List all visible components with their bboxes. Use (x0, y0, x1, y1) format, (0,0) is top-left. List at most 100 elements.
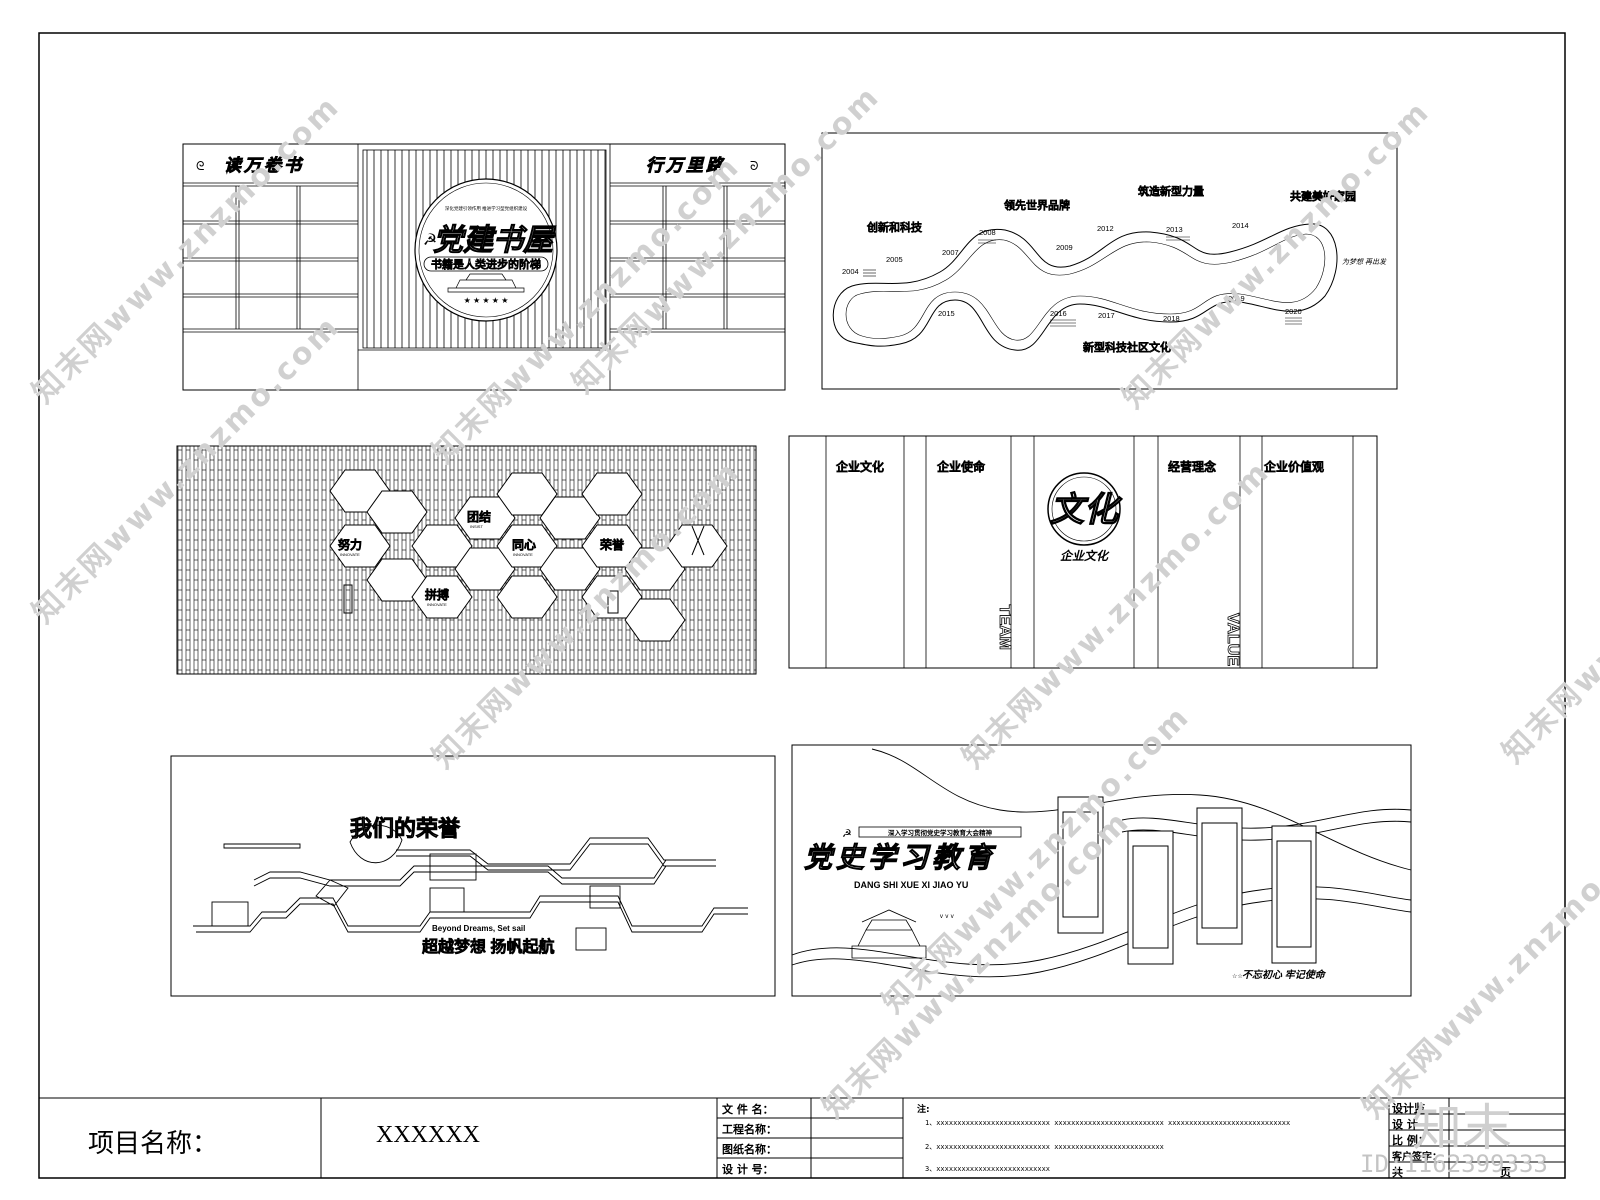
timeline-side-note: 为梦想 再出发 (1342, 258, 1387, 266)
project-name-value: XXXXXX (376, 1122, 480, 1148)
trophy-icon (343, 525, 705, 614)
emblem-title: 党建书屋 (433, 224, 557, 257)
cloud-ornament-left-icon: ᘓ (196, 159, 204, 173)
hexagon-subwords: INNOVATE INSIST INNOVATE INNOVATE (340, 524, 533, 607)
project-name-label: 项目名称： (88, 1129, 219, 1159)
svg-text:2018: 2018 (1163, 314, 1180, 323)
svg-text:2005: 2005 (886, 255, 903, 264)
cloud-ornament-right-icon: ᘐ (750, 159, 758, 173)
svg-text:INNOVATE: INNOVATE (340, 552, 360, 557)
svg-text:经营理念: 经营理念 (1168, 459, 1216, 474)
svg-text:企业价值观: 企业价值观 (1263, 459, 1324, 474)
svg-text:拼搏: 拼搏 (425, 587, 449, 602)
right-label-page: 页 (1500, 1166, 1511, 1179)
svg-text:2019: 2019 (1228, 294, 1245, 303)
svg-text:2016: 2016 (1050, 309, 1067, 318)
svg-text:努力: 努力 (338, 537, 362, 552)
stars-icon: ★ ★ ★ ★ ★ (464, 296, 509, 305)
history-display-boards (1057, 796, 1317, 965)
history-banner (858, 826, 1022, 838)
honor-shelves (193, 824, 748, 951)
history-pinyin: DANG SHI XUE XI JIAO YU (854, 880, 968, 890)
left-title: 读万卷书 (224, 156, 304, 175)
vertical-team: TEAM (996, 605, 1013, 650)
title-block (39, 1097, 1565, 1178)
culture-headings: 企业文化 企业使命 经营理念 企业价值观 (835, 459, 1325, 475)
file-name-label: 文 件 名： (722, 1103, 774, 1116)
right-label-client-sign: 客户签字： (1392, 1152, 1442, 1163)
drawing-name-label: 图纸名称： (722, 1143, 777, 1156)
honor-slogan: 超越梦想 扬帆起航 (421, 937, 554, 956)
timeline-text-blocks (863, 236, 1302, 327)
svg-text:2007: 2007 (942, 248, 959, 257)
svg-text:2012: 2012 (1097, 224, 1114, 233)
svg-text:2017: 2017 (1098, 311, 1115, 320)
svg-text:INSIST: INSIST (470, 524, 483, 529)
svg-text:INNOVATE: INNOVATE (513, 552, 533, 557)
design-no-label: 设 计 号： (722, 1163, 774, 1176)
hexagon-words: 努力 团结 同心 荣誉 拼搏 (338, 509, 626, 603)
culture-badge-text: 文化 (1050, 491, 1123, 529)
svg-text:荣誉: 荣誉 (599, 537, 625, 552)
svg-text:企业文化: 企业文化 (835, 459, 884, 474)
history-title: 党史学习教育 (804, 842, 997, 873)
right-bookshelf (609, 144, 785, 390)
panel2-frame (821, 132, 1398, 390)
tiananmen-gate-icon (851, 909, 927, 959)
footer-stars-icon: ☆☆ (1232, 973, 1243, 980)
svg-text:企业使命: 企业使命 (936, 459, 986, 474)
panel-honors: 我们的荣誉 Beyond Dreams, Set sail 超越梦想 扬帆起航 (170, 755, 776, 997)
right-label-total: 共 (1392, 1166, 1403, 1179)
svg-text:2013: 2013 (1166, 225, 1183, 234)
left-bookshelf (183, 144, 610, 390)
panel1-frame (182, 143, 786, 391)
emblem-top-text: 深化党建引领作用 推进学习型党组织建设 (445, 205, 528, 212)
vertical-value: VALUE (1224, 613, 1241, 666)
svg-text:2009: 2009 (1056, 243, 1073, 252)
emblem-disc (414, 178, 558, 322)
panel4-frame (788, 435, 1378, 669)
hexagon-cluster (329, 469, 728, 642)
culture-columns (825, 436, 1354, 668)
right-title: 行万里路 (646, 156, 726, 175)
honor-title: 我们的荣誉 (350, 816, 461, 841)
svg-text:INNOVATE: INNOVATE (427, 602, 447, 607)
culture-badge-sub: 企业文化 (1060, 549, 1110, 563)
svg-text:同心: 同心 (512, 538, 536, 552)
watermark-logo: 知末 (1412, 1099, 1512, 1157)
note-1: 1、xxxxxxxxxxxxxxxxxxxxxxxxxxx xxxxxxxxxx… (925, 1119, 1291, 1127)
right-label-designer: 设计监 (1392, 1102, 1425, 1115)
svg-text:2015: 2015 (938, 309, 955, 318)
svg-text:创新和科技: 创新和科技 (866, 220, 923, 234)
svg-text:2008: 2008 (979, 228, 996, 237)
honor-english: Beyond Dreams, Set sail (432, 924, 525, 933)
note-2: 2、xxxxxxxxxxxxxxxxxxxxxxxxxxx xxxxxxxxxx… (925, 1143, 1164, 1151)
svg-text:新型科技社区文化: 新型科技社区文化 (1083, 340, 1171, 354)
culture-badge (1047, 472, 1121, 546)
svg-text:2014: 2014 (1232, 221, 1249, 230)
party-emblem-icon: ☭ (423, 232, 437, 249)
svg-text:领先世界品牌: 领先世界品牌 (1003, 198, 1070, 212)
right-label-scale: 比 例： (1392, 1134, 1429, 1147)
timeline-headlines: 创新和科技 领先世界品牌 筑造新型力量 共建美好家园 新型科技社区文化 (866, 184, 1357, 355)
note-3: 3、xxxxxxxxxxxxxxxxxxxxxxxxxxx (925, 1165, 1051, 1173)
notes-label: 注: (917, 1105, 930, 1115)
timeline-years: 2004 2005 2007 2008 2009 2012 2013 2014 … (842, 221, 1302, 323)
sheet-border (38, 32, 1566, 1179)
watermark-id: ID:1162399333 (1360, 1150, 1548, 1178)
panel-development-timeline: 2004 2005 2007 2008 2009 2012 2013 2014 … (821, 132, 1398, 390)
panel-party-bookroom: 深化党建引领作用 推进学习型党组织建设 ☭ 党建书屋 书籍是人类进步的阶梯 ★ … (182, 143, 786, 391)
emblem-subtitle: 书籍是人类进步的阶梯 (431, 257, 541, 271)
panel5-frame (170, 755, 776, 997)
tiananmen-icon (447, 273, 525, 293)
panel-corporate-culture: 企业文化 企业使命 经营理念 企业价值观 文化 企业文化 TEAM VALUE (788, 435, 1378, 669)
engineering-name-label: 工程名称： (722, 1123, 777, 1136)
svg-text:团结: 团结 (467, 509, 491, 524)
birds-icon: ᵛ ᵛ ᵛ (939, 912, 954, 922)
timeline-ribbon (832, 223, 1338, 351)
panel-party-history: 深入学习贯彻党史学习教育大会精神 ☭ 党史学习教育 DANG SHI XUE X… (791, 744, 1412, 997)
history-banner-text: 深入学习贯彻党史学习教育大会精神 (888, 828, 993, 837)
svg-text:2004: 2004 (842, 267, 859, 276)
right-label-design: 设 计 (1392, 1118, 1418, 1131)
